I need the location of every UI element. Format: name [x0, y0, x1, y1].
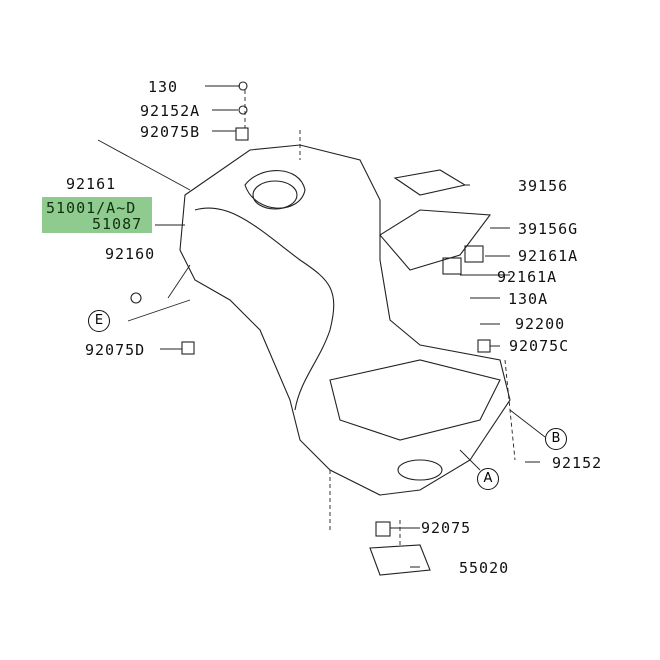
- highlighted-part-group: 51001/A~D 51087: [42, 197, 152, 233]
- label-92075C: 92075C: [509, 337, 570, 355]
- gasket-39156G: [379, 209, 492, 271]
- label-92200: 92200: [515, 315, 566, 333]
- label-92075B: 92075B: [140, 123, 201, 141]
- label-92152: 92152: [552, 454, 603, 472]
- label-92075D: 92075D: [85, 341, 146, 359]
- label-92152A: 92152A: [140, 102, 201, 120]
- label-92161A-1: 92161A: [518, 247, 579, 265]
- label-92160: 92160: [105, 245, 156, 263]
- ref-circle-E: E: [88, 310, 110, 332]
- gasket-39156: [393, 169, 467, 196]
- fuel-tank-outline: [179, 144, 511, 496]
- label-39156G: 39156G: [518, 220, 579, 238]
- damper-92161A-1: [442, 257, 462, 275]
- label-51001: 51001/A~D: [46, 199, 137, 217]
- label-92075: 92075: [421, 519, 472, 537]
- ref-circle-B: B: [545, 428, 567, 450]
- label-130A: 130A: [508, 290, 549, 308]
- ref-circle-A: A: [477, 468, 499, 490]
- label-92161: 92161: [66, 175, 117, 193]
- label-92161A-2: 92161A: [497, 268, 558, 286]
- label-51087: 51087: [92, 215, 143, 233]
- label-55020: 55020: [459, 559, 510, 577]
- label-130: 130: [148, 78, 179, 96]
- label-39156: 39156: [518, 177, 569, 195]
- damper-92161A-2: [464, 245, 484, 263]
